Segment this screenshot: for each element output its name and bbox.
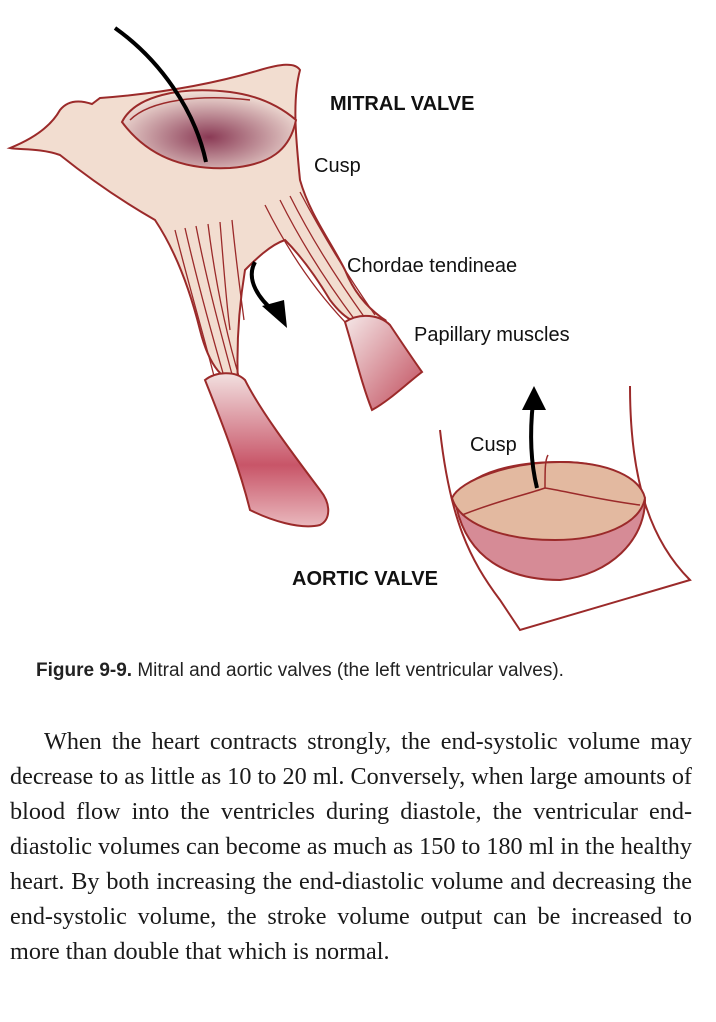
arrowhead-mitral: [262, 300, 287, 328]
outflow-arrow-aortic: [529, 401, 539, 489]
mitral-valve-drawing: [6, 63, 388, 387]
figure-caption-text: Mitral and aortic valves (the left ventr…: [137, 660, 564, 681]
papillary-muscle-left: [203, 372, 330, 528]
figure-caption: Figure 9-9. Mitral and aortic valves (th…: [36, 660, 696, 682]
aortic-valve-drawing: [439, 385, 692, 632]
valve-illustration: [6, 26, 692, 632]
figure-number: Figure 9-9.: [36, 660, 133, 681]
label-mitral-valve: MITRAL VALVE: [330, 93, 475, 115]
arrowhead-aortic: [522, 386, 546, 410]
label-cusp-mitral: Cusp: [314, 155, 361, 177]
label-papillary-muscles: Papillary muscles: [414, 324, 570, 346]
valve-figure: MITRAL VALVE Cusp Chordae tendineae Papi…: [6, 26, 692, 632]
label-aortic-valve: AORTIC VALVE: [292, 568, 438, 590]
body-paragraph: When the heart contracts strongly, the e…: [10, 728, 692, 965]
flow-arrows: [113, 26, 546, 489]
body-paragraph-container: When the heart contracts strongly, the e…: [10, 724, 692, 969]
papillary-muscle-right: [343, 314, 424, 412]
label-chordae-tendineae: Chordae tendineae: [347, 255, 518, 277]
label-cusp-aortic: Cusp: [470, 434, 517, 456]
inflow-arrow: [113, 26, 208, 163]
